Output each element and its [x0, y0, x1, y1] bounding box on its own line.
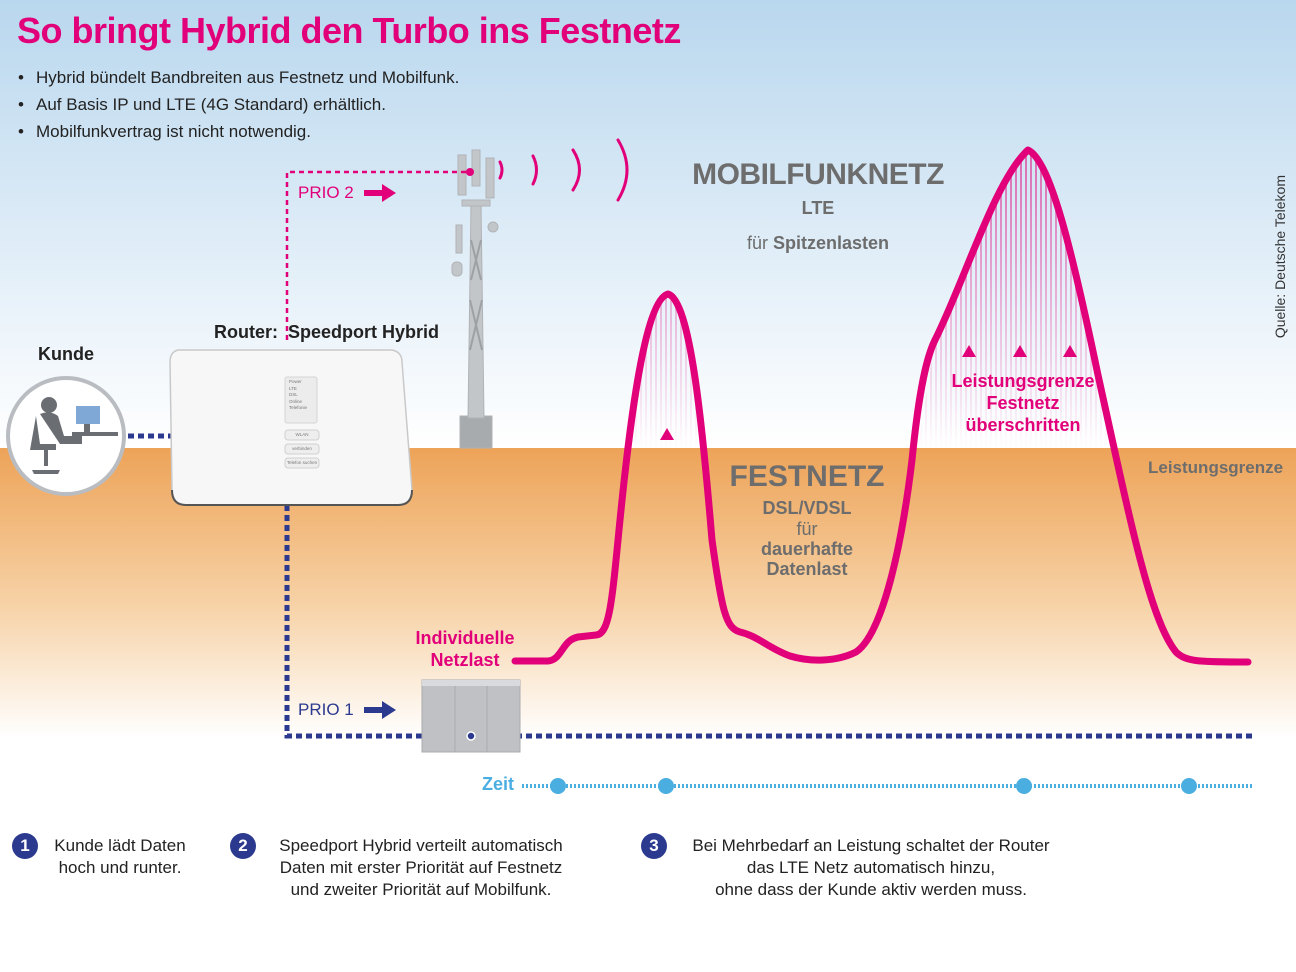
- feature-item: Hybrid bündelt Bandbreiten aus Festnetz …: [18, 64, 459, 91]
- router-label: Router: Speedport Hybrid: [214, 322, 439, 343]
- limit-exceeded-line: Leistungsgrenze: [951, 371, 1095, 391]
- step-description: Bei Mehrbedarf an Leistung schaltet der …: [668, 835, 1074, 901]
- step-line: und zweiter Priorität auf Mobilfunk.: [290, 880, 552, 899]
- fixed-desc-line: dauerhafte: [760, 539, 854, 559]
- router-status-item: Online: [289, 398, 303, 404]
- time-axis: [522, 778, 1254, 794]
- limit-label: Leistungsgrenze: [1148, 458, 1284, 477]
- mobile-network-subtitle: LTE: [801, 198, 835, 218]
- prio1-arrow-icon: [364, 701, 396, 719]
- step-line: Bei Mehrbedarf an Leistung schaltet der …: [692, 836, 1050, 855]
- step-description: Kunde lädt Daten hoch und runter.: [40, 835, 200, 879]
- router-status-item: Telefonie: [289, 405, 308, 410]
- limit-exceeded-line: überschritten: [965, 415, 1081, 435]
- mobile-desc-bold: Spitzenlasten: [773, 233, 890, 253]
- prio2-path: [285, 170, 470, 340]
- cell-tower-icon: [451, 149, 499, 449]
- feature-list: Hybrid bündelt Bandbreiten aus Festnetz …: [18, 64, 459, 145]
- step-number: 1: [12, 833, 38, 859]
- page-title: So bringt Hybrid den Turbo ins Festnetz: [17, 10, 681, 51]
- step-line: das LTE Netz automatisch hinzu,: [746, 858, 996, 877]
- customer-label: Kunde: [38, 344, 94, 364]
- time-marker: [1181, 778, 1197, 794]
- street-cabinet-icon: [421, 679, 521, 753]
- step-line: ohne dass der Kunde aktiv werden muss.: [715, 880, 1027, 899]
- radio-waves-icon: [498, 138, 629, 202]
- router-wlan-button: WLAN: [295, 432, 309, 437]
- step-number: 3: [641, 833, 667, 859]
- individual-load-label: Individuelle Netzlast: [400, 627, 530, 671]
- fixed-desc-line: für: [796, 519, 818, 539]
- mobile-network-title: MOBILFUNKNETZ: [692, 158, 944, 191]
- router-status-panel: Power LTE DSL Online Telefonie: [289, 379, 307, 412]
- fixed-desc-line: Datenlast: [766, 559, 848, 579]
- step-line: Daten mit erster Priorität auf Festnetz: [279, 858, 563, 877]
- router-label-prefix: Router:: [214, 322, 278, 342]
- up-arrow-icons: [660, 345, 1077, 440]
- mobile-desc-prefix: für: [746, 233, 768, 253]
- fixed-network-title: FESTNETZ: [729, 460, 885, 493]
- router-status-item: Power: [289, 379, 302, 384]
- step-number: 2: [230, 833, 256, 859]
- router-status-item: DSL: [289, 392, 298, 397]
- step-line: Kunde lädt Daten: [54, 836, 186, 855]
- prio2-arrow-icon: [364, 184, 396, 202]
- time-marker: [1016, 778, 1032, 794]
- source-credit: Quelle: Deutsche Telekom: [1272, 175, 1288, 339]
- fixed-network-subtitle: DSL/VDSL: [762, 498, 852, 518]
- load-curve: [511, 146, 1252, 666]
- step-line: Speedport Hybrid verteilt automatisch: [279, 836, 563, 855]
- prio2-label: PRIO 2: [298, 183, 354, 202]
- prio1-path: [128, 433, 1256, 739]
- feature-item: Mobilfunkvertrag ist nicht notwendig.: [18, 118, 459, 145]
- router-phone-button: Telefon suchen: [286, 460, 318, 465]
- feature-item: Auf Basis IP und LTE (4G Standard) erhäl…: [18, 91, 459, 118]
- router-device: [169, 349, 413, 506]
- step-description: Speedport Hybrid verteilt automatisch Da…: [258, 835, 584, 901]
- time-marker: [658, 778, 674, 794]
- fixed-network-desc: für dauerhafte Datenlast: [712, 519, 902, 579]
- time-label: Zeit: [482, 774, 515, 794]
- customer-avatar: [6, 376, 126, 496]
- router-connect-button: verbinden: [292, 446, 312, 451]
- limit-exceeded-line: Festnetz: [986, 393, 1060, 413]
- router-label-name: Speedport Hybrid: [288, 322, 440, 342]
- load-label-line: Individuelle: [415, 628, 515, 648]
- router-status-item: LTE: [289, 385, 297, 391]
- limit-exceeded-label: Leistungsgrenze Festnetz überschritten: [930, 370, 1116, 436]
- mobile-network-desc: für Spitzenlasten: [690, 233, 946, 254]
- step-line: hoch und runter.: [58, 858, 182, 877]
- load-label-line: Netzlast: [430, 650, 500, 670]
- prio1-label: PRIO 1: [298, 700, 354, 719]
- time-marker: [550, 778, 566, 794]
